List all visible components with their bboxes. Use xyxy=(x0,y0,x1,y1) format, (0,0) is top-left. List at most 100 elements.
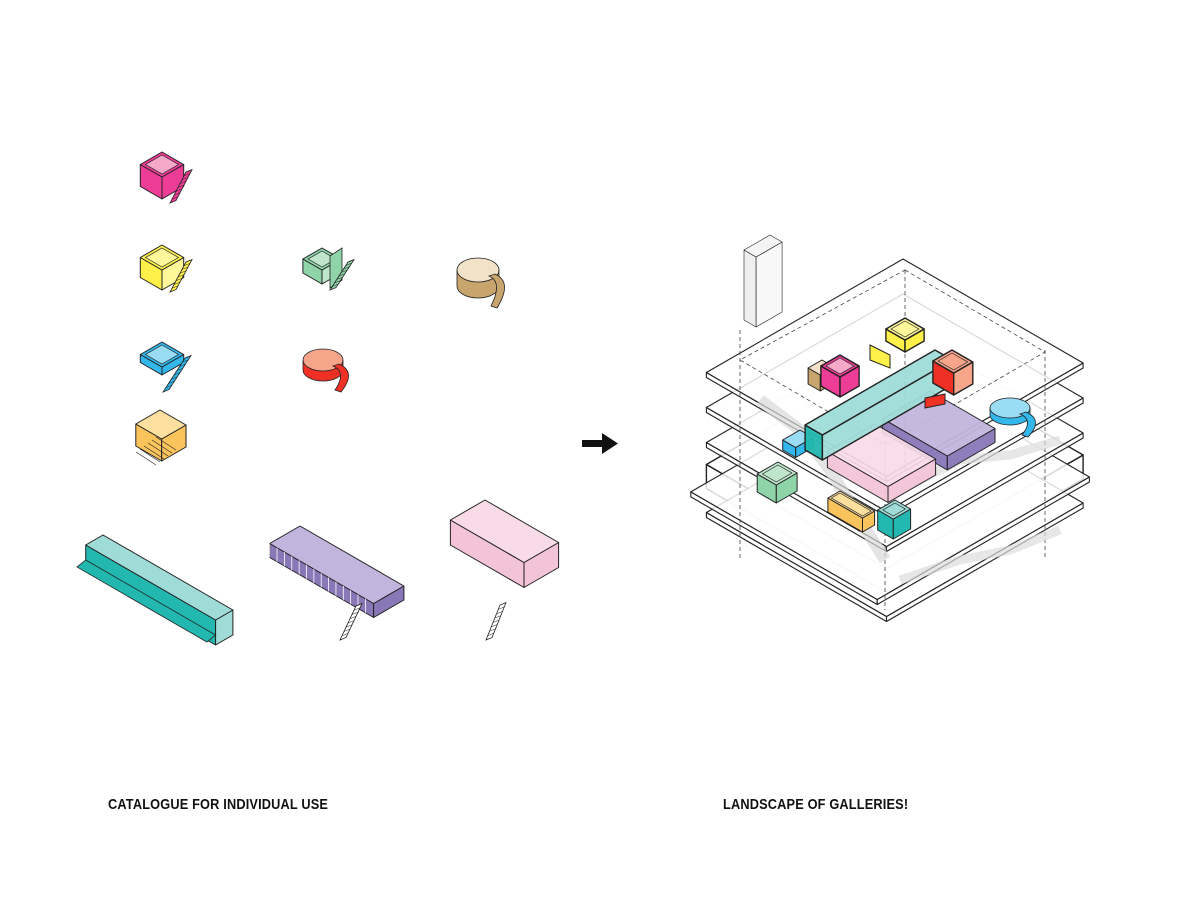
pink-stair-step xyxy=(181,177,189,180)
pink-hanging-stair-step xyxy=(489,628,496,632)
core-outline xyxy=(739,269,1046,446)
red-gallery-in-building-opening xyxy=(937,352,969,371)
blue-stair-step xyxy=(171,376,178,380)
pink-hanging-stair-step xyxy=(487,632,494,636)
purple-hanging-stair-step xyxy=(347,620,355,624)
yellow-balcony xyxy=(869,344,891,369)
orange-stepped-seating-top-face xyxy=(135,409,187,440)
purple-hanging-stair-step xyxy=(341,633,349,636)
purple-gallery-slab xyxy=(269,525,405,618)
green-gallery-in-building-opening xyxy=(761,464,793,483)
blue-ring-gallery-in-building-ramp xyxy=(1018,411,1036,438)
orange-gallery-in-building xyxy=(827,490,876,533)
blue-ring-gallery-in-building-floor xyxy=(989,397,1031,419)
grey-service-tower-top-face xyxy=(743,234,783,258)
blue-stair-step xyxy=(179,363,186,367)
catalogue-group xyxy=(76,151,560,646)
pink-stair-step xyxy=(173,192,181,196)
yellow-gallery-in-building-opening xyxy=(890,320,920,338)
tan-ring-gallery xyxy=(456,257,505,309)
pink-hanging-stair-step xyxy=(496,611,503,614)
red-balcony xyxy=(924,393,946,409)
red-ring-gallery-floor xyxy=(302,348,344,372)
blue-stair xyxy=(161,354,193,393)
ramp-ribbon xyxy=(756,395,891,564)
pink-stair-step xyxy=(171,196,179,200)
green-stair-step xyxy=(341,269,348,273)
yellow-gallery-in-building xyxy=(885,317,925,353)
pink-gallery-box-opening xyxy=(144,154,180,175)
seating-step xyxy=(135,451,157,466)
yellow-stair-step xyxy=(173,281,181,285)
grey-service-tower xyxy=(743,234,783,328)
yellow-stair xyxy=(169,258,193,293)
landscape-caption: LANDSCAPE OF GALLERIES! xyxy=(723,796,909,813)
pink-stair-step xyxy=(175,188,183,192)
tan-ring-gallery-ramp xyxy=(487,273,505,309)
pink-gallery-in-building-top xyxy=(820,354,860,398)
purple-hanging-stair-step xyxy=(345,624,353,628)
seating-step xyxy=(143,445,165,460)
right-arrow-icon xyxy=(582,433,618,454)
orange-gallery-in-building-opening xyxy=(830,492,872,517)
teal-ledge xyxy=(76,559,217,643)
pink-stair-step xyxy=(183,173,191,177)
yellow-stair-step xyxy=(177,274,185,278)
pink-hanging-stair-step xyxy=(494,615,501,619)
grey-service-tower-left-face xyxy=(743,249,757,328)
orange-stepped-seating xyxy=(135,409,187,462)
red-gallery-in-building xyxy=(932,349,974,396)
purple-hanging-stair-step xyxy=(349,616,357,619)
pink-hanging-stair-step xyxy=(492,619,500,623)
green-stair-step xyxy=(334,280,341,284)
green-gallery-in-building xyxy=(756,461,798,504)
teal-gallery-in-building xyxy=(877,499,912,540)
blue-stair-step xyxy=(176,368,183,371)
teal-long-gallery-top-face xyxy=(85,534,234,621)
yellow-stair-step xyxy=(181,266,189,270)
blue-ring-gallery-in-building xyxy=(989,397,1036,438)
pink-stair xyxy=(169,168,193,204)
seating-step xyxy=(151,439,173,454)
catalogue-caption: CATALOGUE FOR INDIVIDUAL USE xyxy=(108,796,329,813)
purple-hanging-stair-step xyxy=(353,607,361,611)
seating-step xyxy=(147,442,169,457)
seating-step xyxy=(139,448,161,463)
blue-gallery-box xyxy=(139,341,185,376)
teal-gallery-in-building-opening xyxy=(882,502,907,517)
yellow-gallery-box-opening xyxy=(144,247,180,268)
purple-gallery-slab-top-face xyxy=(269,525,405,604)
purple-hanging-stair xyxy=(339,602,363,641)
stair-ribbon xyxy=(898,525,1062,585)
blue-gallery-box-opening xyxy=(144,344,180,365)
yellow-stair-step xyxy=(183,263,191,266)
green-stair-step xyxy=(345,262,352,266)
seating-step xyxy=(155,436,177,451)
blue-stair-step xyxy=(182,359,189,363)
pink-gallery-box xyxy=(139,151,185,200)
yellow-stair-step xyxy=(179,270,187,274)
purple-hanging-stair-step xyxy=(343,628,351,632)
pink-gallery-in-building-top-opening xyxy=(825,357,855,375)
pink-gallery-slab xyxy=(449,499,560,588)
red-ring-gallery-ramp xyxy=(331,363,349,393)
teal-long-gallery-in-building xyxy=(804,349,953,461)
red-ring-gallery xyxy=(302,348,349,393)
landscape-group xyxy=(690,234,1090,623)
blue-stair-step xyxy=(165,385,172,388)
green-stair xyxy=(328,258,356,291)
yellow-stair-step xyxy=(171,285,179,289)
green-stair-step xyxy=(343,266,350,270)
green-stair-step xyxy=(336,276,343,280)
pink-stair-step xyxy=(177,184,185,188)
pink-gallery-slab-top-face xyxy=(449,499,560,563)
teal-long-gallery xyxy=(85,534,234,646)
blue-stair-step xyxy=(173,372,181,376)
pink-stair-step xyxy=(179,180,187,184)
yellow-gallery-box xyxy=(139,244,185,291)
pink-hanging-stair xyxy=(485,601,507,641)
green-stair-step xyxy=(338,273,346,277)
pink-hanging-stair-step xyxy=(498,606,505,610)
purple-hanging-stair-step xyxy=(351,611,359,615)
